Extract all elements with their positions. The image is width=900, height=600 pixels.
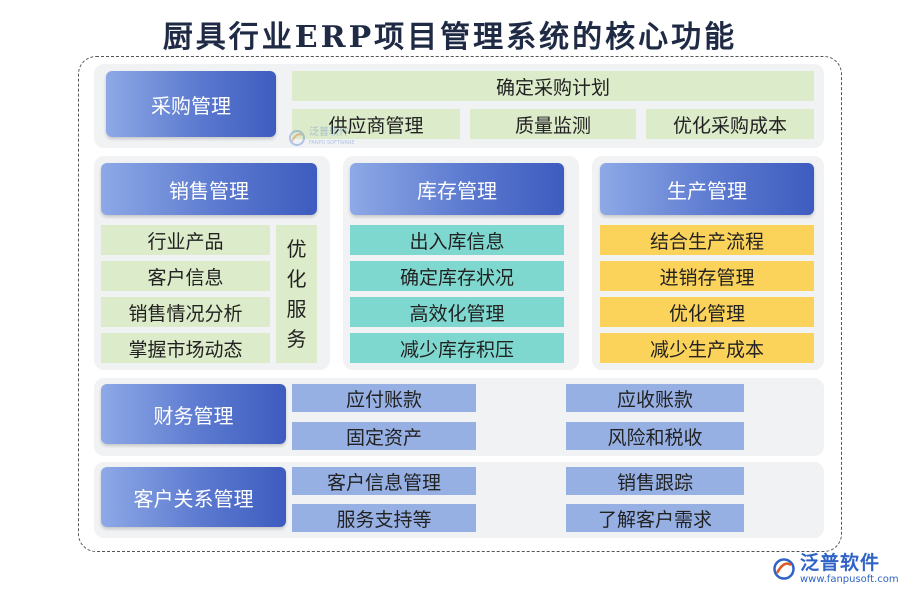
- sales-item-analysis: 销售情况分析: [101, 297, 270, 327]
- finance-header: 财务管理: [101, 384, 286, 444]
- fanpu-logo-icon: [773, 558, 795, 580]
- watermark-name: 泛普软件: [309, 127, 349, 138]
- sales-side-char-2: 化: [286, 267, 307, 291]
- inventory-item-reduce: 减少库存积压: [350, 333, 564, 363]
- procurement-item-supplier: 供应商管理: [292, 109, 460, 139]
- crm-item-service-support: 服务支持等: [292, 504, 476, 532]
- watermark-sub: FANPU SOFTWARE: [309, 140, 355, 146]
- production-item-optimize: 优化管理: [600, 297, 814, 327]
- crm-item-sales-tracking: 销售跟踪: [566, 467, 744, 495]
- sales-item-market: 掌握市场动态: [101, 333, 270, 363]
- watermark-logo: 泛普软件 FANPU SOFTWARE: [288, 128, 355, 148]
- finance-item-fixed-assets: 固定资产: [292, 422, 476, 450]
- brand-url: www.fanpusoft.com: [800, 574, 899, 585]
- sales-side-char-1: 优: [286, 237, 307, 261]
- sales-item-products: 行业产品: [101, 225, 270, 255]
- finance-item-risk-tax: 风险和税收: [566, 422, 744, 450]
- procurement-item-quality: 质量监测: [470, 109, 636, 139]
- diagram-frame: [78, 56, 842, 552]
- brand-logo: 泛普软件 www.fanpusoft.com: [772, 552, 899, 586]
- inventory-item-inout: 出入库信息: [350, 225, 564, 255]
- brand-name: 泛普软件: [800, 552, 881, 574]
- sales-side-optimize-service: 优 化 服 务: [276, 225, 317, 363]
- crm-item-customer-needs: 了解客户需求: [566, 504, 744, 532]
- production-header: 生产管理: [600, 163, 814, 215]
- production-item-psi: 进销存管理: [600, 261, 814, 291]
- inventory-item-efficient: 高效化管理: [350, 297, 564, 327]
- finance-item-payable: 应付账款: [292, 384, 476, 412]
- sales-side-char-3: 服: [286, 297, 307, 321]
- production-item-process: 结合生产流程: [600, 225, 814, 255]
- procurement-item-cost: 优化采购成本: [646, 109, 814, 139]
- fanpu-logo-icon: [289, 130, 305, 146]
- page-title: 厨具行业ERP项目管理系统的核心功能: [162, 20, 738, 55]
- crm-item-customer-info: 客户信息管理: [292, 467, 476, 495]
- production-item-cost: 减少生产成本: [600, 333, 814, 363]
- crm-header: 客户关系管理: [101, 467, 286, 527]
- procurement-plan: 确定采购计划: [292, 71, 814, 101]
- sales-item-customers: 客户信息: [101, 261, 270, 291]
- procurement-header: 采购管理: [106, 71, 276, 137]
- sales-header: 销售管理: [101, 163, 317, 215]
- inventory-item-status: 确定库存状况: [350, 261, 564, 291]
- inventory-header: 库存管理: [350, 163, 564, 215]
- finance-item-receivable: 应收账款: [566, 384, 744, 412]
- sales-side-char-4: 务: [286, 327, 307, 351]
